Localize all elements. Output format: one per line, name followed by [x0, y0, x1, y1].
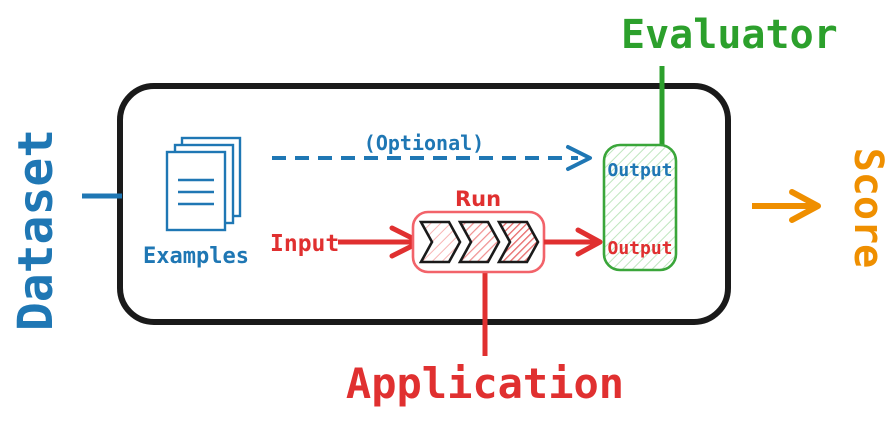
examples-documents-icon: [165, 136, 242, 232]
run-label: Run: [455, 187, 501, 211]
run-output-arrow: [544, 227, 603, 257]
evaluator-output-box: [602, 143, 678, 272]
evaluator-label: Evaluator: [621, 12, 838, 58]
evaluator-output-top-label: Output: [607, 160, 672, 181]
run-chevron-1: [418, 220, 462, 264]
optional-label: (Optional): [364, 131, 484, 155]
input-arrow: [338, 225, 423, 259]
application-label: Application: [346, 359, 624, 408]
evaluator-output-bottom-label: Output: [607, 238, 672, 259]
dataset-label: Dataset: [8, 129, 64, 331]
run-chevron-2: [457, 220, 501, 264]
optional-dashed-arrow: [272, 145, 592, 171]
run-chevron-3: [496, 220, 540, 264]
score-label: Score: [845, 148, 887, 268]
input-label: Input: [270, 231, 339, 257]
pipeline-container-box: [117, 83, 731, 325]
examples-label: Examples: [143, 244, 249, 269]
score-arrow: [752, 189, 821, 223]
